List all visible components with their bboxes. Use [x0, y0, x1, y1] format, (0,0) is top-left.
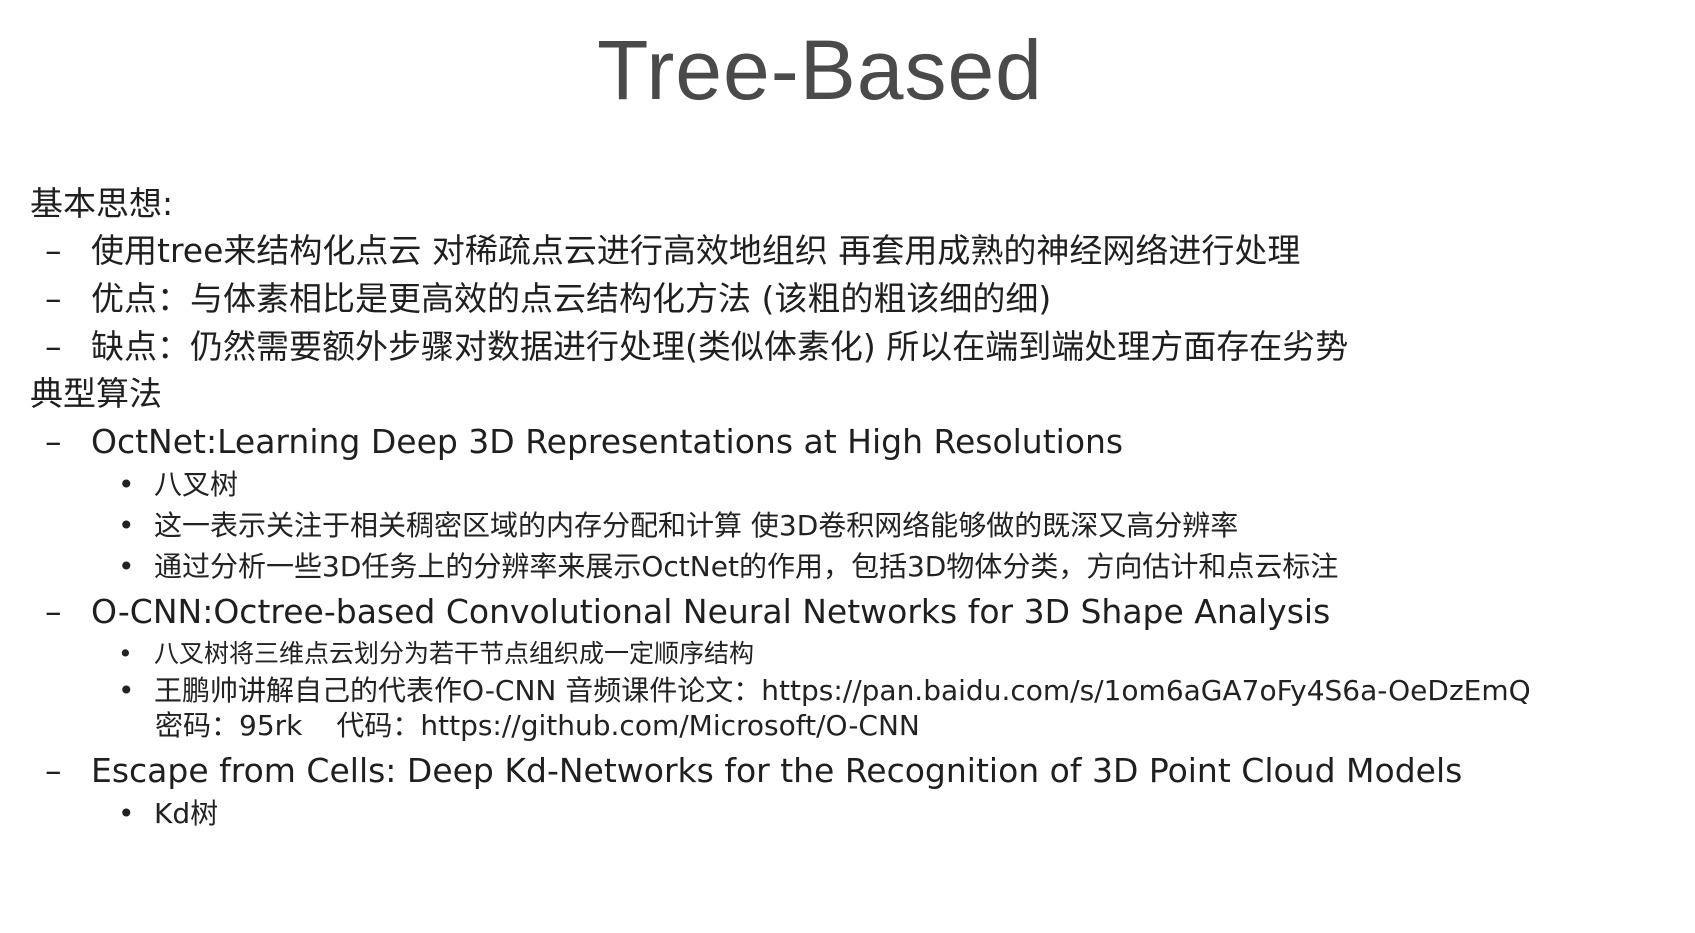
bullet-marker: • [118, 797, 135, 830]
dash-marker: – [45, 422, 62, 461]
bullet-marker: • [118, 550, 135, 583]
dash-marker: – [45, 592, 62, 631]
typical-algorithms-heading: 典型算法 [30, 374, 162, 413]
bullet-marker: • [118, 639, 133, 668]
bullet-marker: • [118, 509, 135, 542]
slide-title: Tree-Based [597, 23, 1043, 117]
dash-marker: – [45, 327, 62, 366]
ocnn-code-link: 代码：https://github.com/Microsoft/O-CNN [336, 709, 920, 742]
ocnn-continuation: 密码：95rk 代码：https://github.com/Microsoft/O… [155, 708, 920, 744]
dash-marker: – [45, 279, 62, 318]
ocnn-password: 密码：95rk [155, 709, 303, 742]
basic-idea-heading: 基本思想: [30, 184, 174, 223]
dash-marker: – [45, 231, 62, 270]
dash-marker: – [45, 751, 62, 790]
bullet-marker: • [118, 674, 135, 707]
ocnn-audio-link: 王鹏帅讲解自己的代表作O-CNN 音频课件论文：https://pan.baid… [154, 674, 1531, 707]
bullet-marker: • [118, 468, 135, 501]
